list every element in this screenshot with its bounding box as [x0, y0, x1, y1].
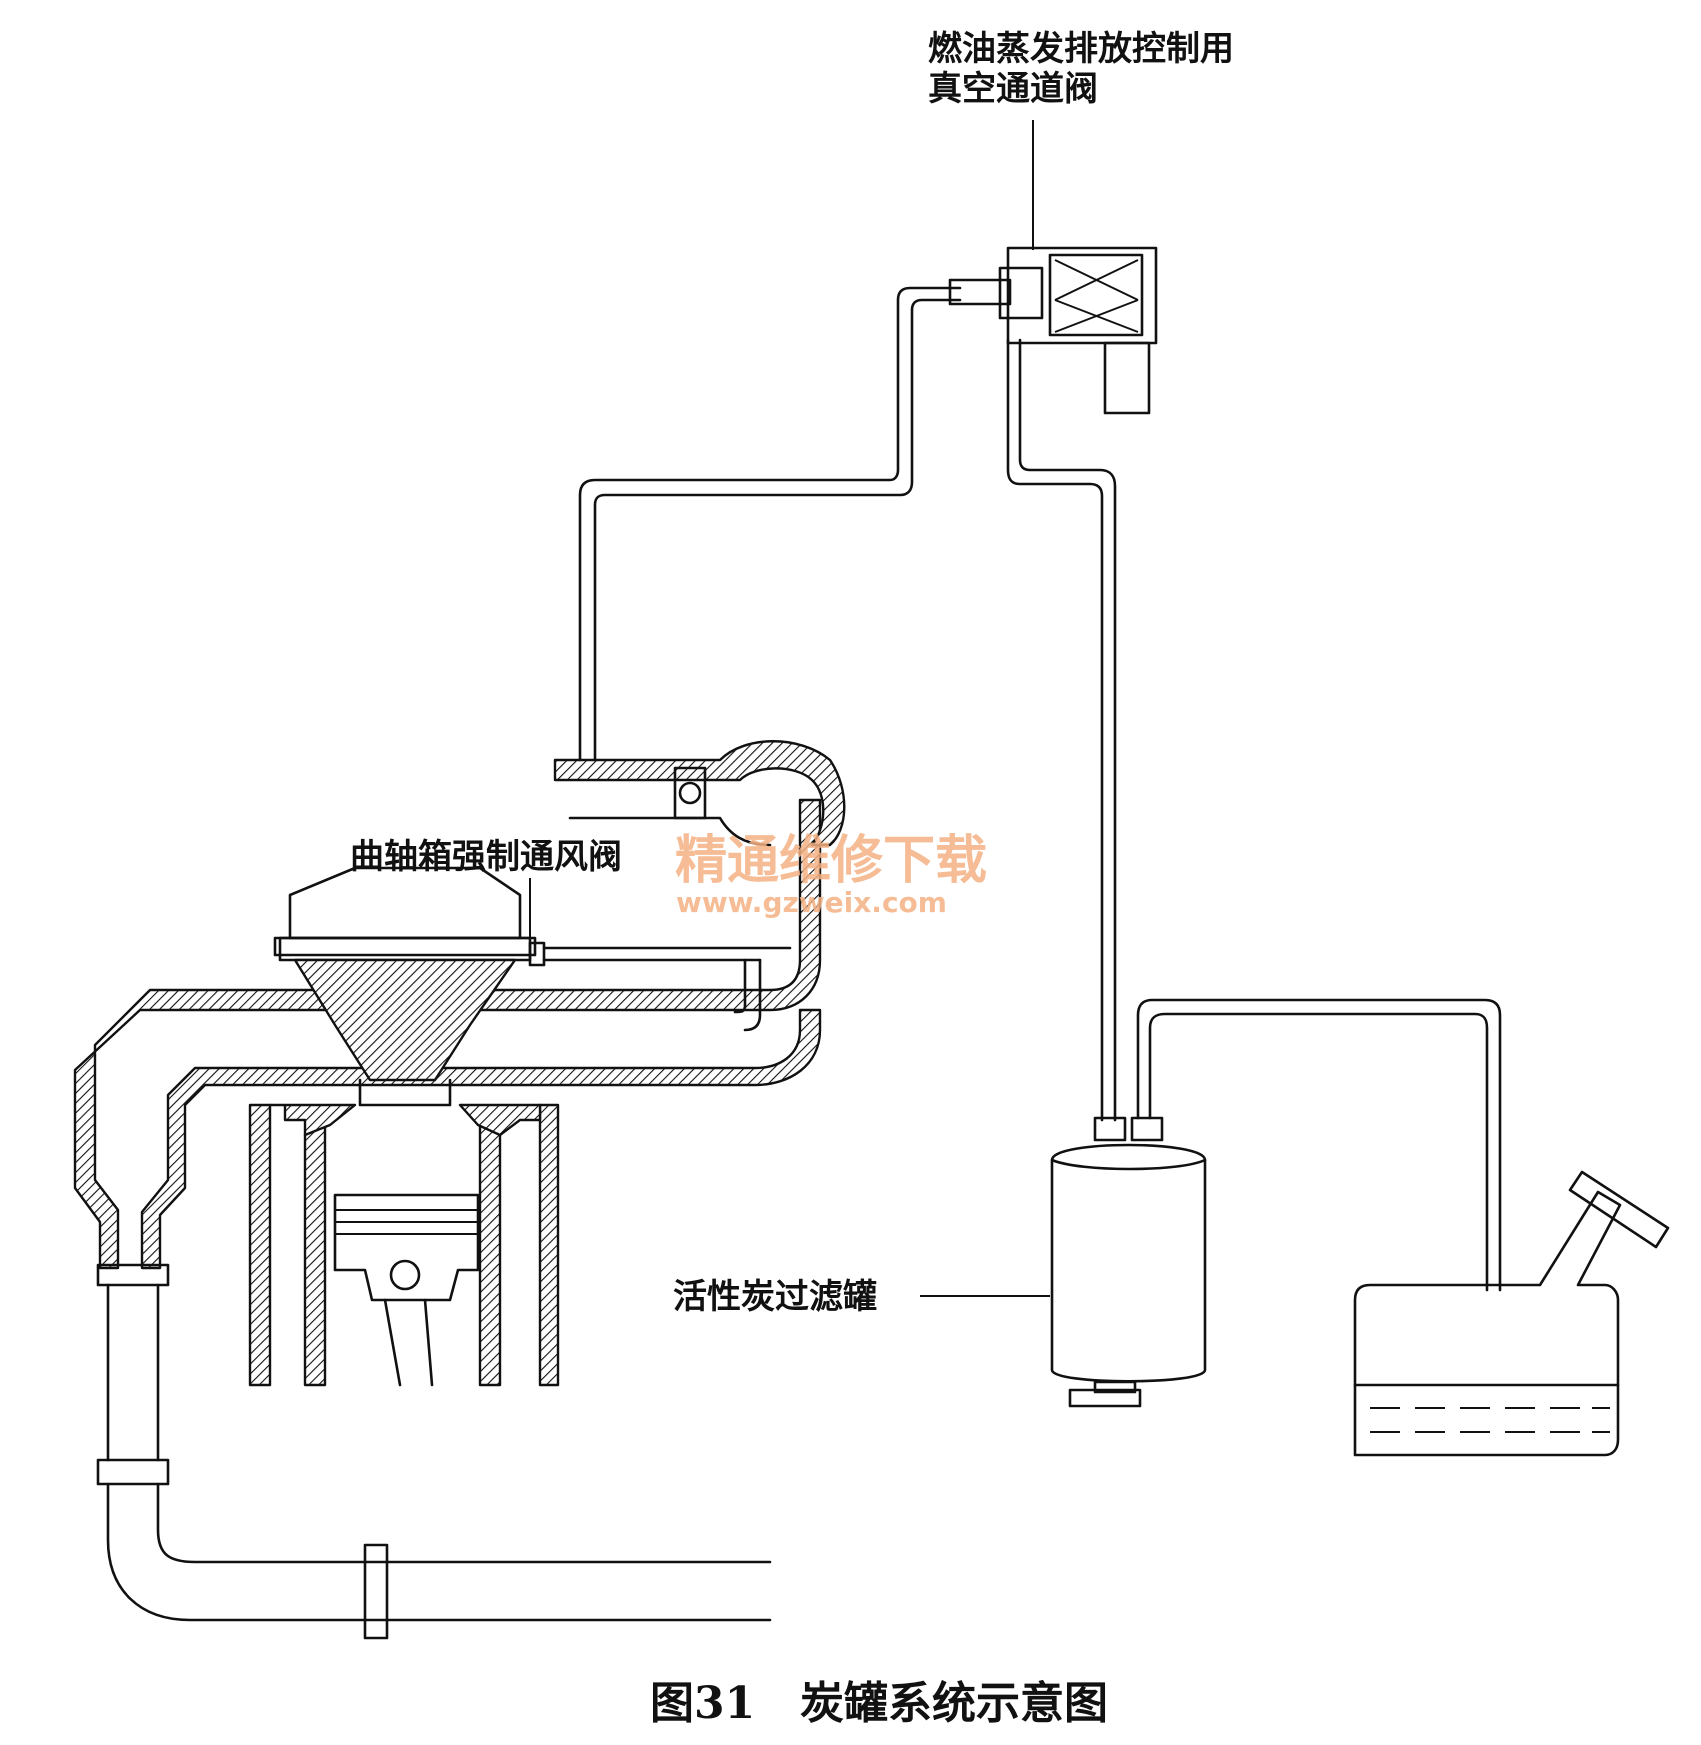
figure-title: 炭罐系统示意图 — [800, 1678, 1108, 1729]
fuel-tank — [1353, 1170, 1670, 1457]
engine-block — [73, 798, 822, 1387]
intake-manifold — [553, 740, 846, 847]
evap-valve-label-line1: 燃油蒸发排放控制用 — [928, 29, 1234, 69]
air-cleaner — [273, 866, 537, 1107]
watermark-name: 精通维修下载 — [675, 831, 987, 891]
exhaust-pipe — [96, 1263, 772, 1640]
evap-vacuum-valve — [948, 120, 1158, 415]
piston — [333, 1193, 480, 1387]
charcoal-canister-label: 活性炭过滤罐 — [673, 1277, 877, 1317]
charcoal-canister — [920, 1116, 1207, 1408]
pcv-line — [528, 941, 792, 1032]
evap-valve-label-line2: 真空通道阀 — [928, 69, 1098, 109]
figure-number: 图31 — [650, 1678, 755, 1729]
tank-vent-line — [1136, 998, 1502, 1292]
pcv-valve-label: 曲轴箱强制通风阀 — [350, 837, 622, 877]
watermark-url: www.gzweix.com — [676, 886, 947, 919]
vacuum-line-manifold — [578, 286, 962, 762]
purge-line — [1006, 338, 1117, 1122]
